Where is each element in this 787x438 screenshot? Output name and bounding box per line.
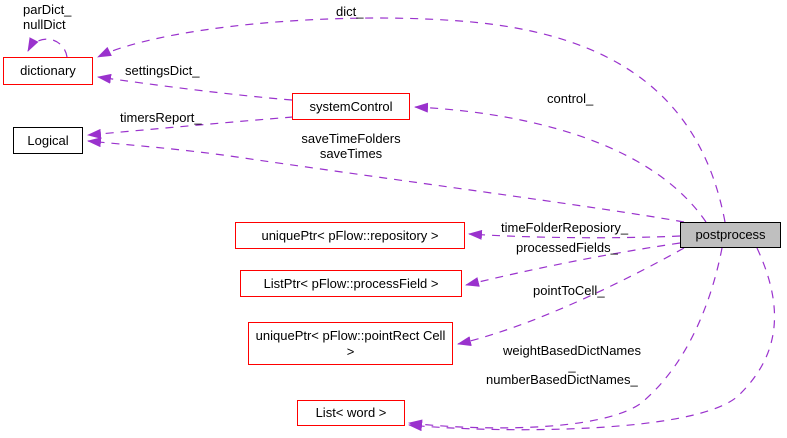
edge-label-pardict-line2: nullDict (23, 17, 66, 32)
edge-point-to-cell (457, 247, 685, 346)
edge-label-save-times-line2: saveTimes (319, 146, 383, 161)
edge-label-weight-based-line1: weightBasedDictNames (502, 343, 641, 358)
edge-number-based-dict-names (408, 247, 776, 432)
edge-dict (97, 17, 726, 223)
edge-timers-report (87, 116, 294, 139)
edge-save-times (87, 137, 685, 223)
edge-label-dict: dict_ (336, 4, 364, 19)
edge-processed-fields (465, 242, 681, 287)
edge-label-weight-based: weightBasedDictNames _ (488, 343, 656, 373)
edge-label-settings-dict: settingsDict_ (125, 63, 200, 78)
edge-label-processed-fields: processedFields_ (516, 240, 618, 255)
edge-label-point-to-cell: pointToCell_ (533, 283, 605, 298)
edge-label-pardict-line1: parDict_ (23, 2, 72, 17)
edge-label-time-folder-repository: timeFolderReposiory_ (501, 220, 629, 235)
node-logical[interactable]: Logical (13, 127, 83, 154)
edge-label-weight-based-line2: _ (568, 358, 576, 373)
node-uniqueptr-pointrectcell[interactable]: uniquePtr< pFlow::pointRect Cell > (248, 322, 453, 365)
edge-label-pardict: parDict_ nullDict (23, 2, 71, 32)
node-dictionary[interactable]: dictionary (3, 57, 93, 85)
edge-control (414, 102, 707, 223)
edge-label-save-times: saveTimeFolders saveTimes (290, 131, 412, 161)
edge-label-number-based: numberBasedDictNames_ (486, 372, 638, 387)
node-list-word[interactable]: List< word > (297, 400, 405, 426)
node-postprocess: postprocess (680, 222, 781, 248)
edge-label-control: control_ (547, 91, 594, 106)
node-system-control[interactable]: systemControl (292, 93, 410, 120)
node-listptr-processfield[interactable]: ListPtr< pFlow::processField > (240, 270, 462, 297)
edge-pardict-selfloop (27, 37, 68, 58)
edge-label-save-times-line1: saveTimeFolders (301, 131, 401, 146)
edge-label-timers-report: timersReport_ (120, 110, 202, 125)
edge-settings-dict (97, 73, 293, 101)
node-uniqueptr-repository[interactable]: uniquePtr< pFlow::repository > (235, 222, 465, 249)
edge-time-folder-repository (468, 229, 681, 240)
